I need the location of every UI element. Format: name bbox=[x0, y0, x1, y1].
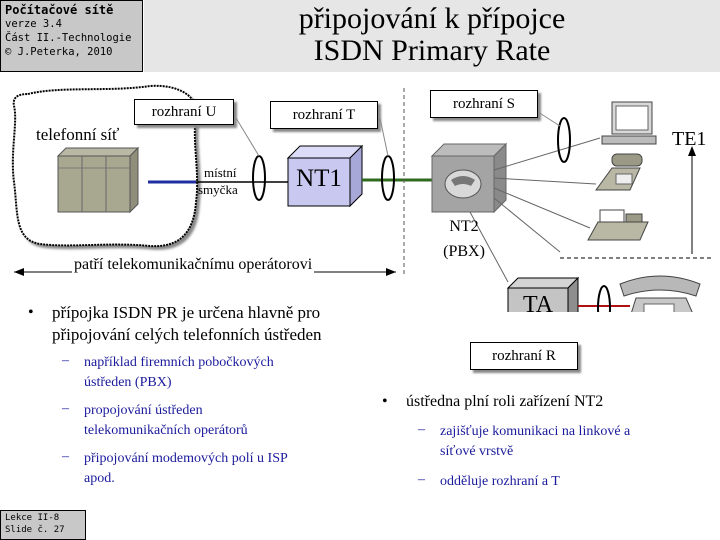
nt2-label: NT2 bbox=[449, 218, 479, 235]
left-sub-bullet-1: například firemních pobočkových ústředen… bbox=[84, 353, 274, 393]
bullet-dot: • bbox=[28, 304, 34, 321]
title-band bbox=[144, 0, 720, 72]
analog-phone-icon bbox=[619, 275, 701, 312]
nt1-label: NT1 bbox=[296, 165, 342, 192]
local-loop-label-2: smyčka bbox=[198, 182, 238, 197]
slide-title-line2: ISDN Primary Rate bbox=[313, 34, 551, 67]
interface-r-label: rozhraní R bbox=[470, 342, 578, 370]
exchange-icon bbox=[56, 146, 140, 214]
isdn-diagram bbox=[11, 84, 712, 312]
left-main-line2: připojování celých telefonních ústředen bbox=[52, 325, 322, 344]
interface-u-label: rozhraní U bbox=[134, 99, 234, 125]
left-sub3-line1: připojování modemových polí u ISP bbox=[84, 451, 288, 466]
sub-dash: – bbox=[62, 353, 69, 368]
local-loop-label-1: místní bbox=[204, 165, 237, 180]
operator-label: patří telekomunikačnímu operátorovi bbox=[72, 256, 315, 274]
course-part: Část II.-Technologie bbox=[5, 32, 132, 44]
left-sub-bullet-3: připojování modemových polí u ISP apod. bbox=[84, 449, 288, 489]
left-sub1-line2: ústředen (PBX) bbox=[84, 375, 172, 390]
interface-s-ellipse bbox=[557, 117, 571, 163]
left-sub1-line1: například firemních pobočkových bbox=[84, 355, 274, 370]
sub-dash: – bbox=[62, 401, 69, 416]
right-sub-bullet-2: odděluje rozhraní a T bbox=[440, 474, 560, 489]
left-sub2-line2: telekomunikačních operátorů bbox=[84, 423, 248, 438]
right-main-bullet: ústředna plní roli zařízení NT2 bbox=[406, 393, 604, 410]
interface-r-ellipse bbox=[597, 285, 611, 312]
course-title: Počítačové sítě bbox=[5, 3, 114, 17]
right-sub-bullet-1: zajišťuje komunikaci na linkové a síťové… bbox=[440, 422, 630, 462]
sub-dash: – bbox=[62, 449, 69, 464]
phone-network-label: telefonní síť bbox=[36, 125, 120, 144]
course-version: verze 3.4 bbox=[5, 18, 62, 30]
left-sub2-line1: propojování ústředen bbox=[84, 403, 203, 418]
interface-t-ellipse bbox=[381, 155, 395, 201]
right-sub1-line1: zajišťuje komunikaci na linkové a bbox=[440, 424, 631, 439]
computer-icon bbox=[601, 101, 657, 145]
interface-t-label: rozhraní T bbox=[270, 101, 378, 129]
slide-number: Slide č. 27 bbox=[5, 525, 65, 535]
te1-label: TE1 bbox=[672, 128, 707, 150]
slide-title: připojování k přípojce ISDN Primary Rate bbox=[144, 3, 720, 67]
right-sub1-line2: síťové vrstvě bbox=[440, 444, 514, 459]
lesson-label: Lekce II-8 bbox=[5, 513, 60, 523]
interface-s-label: rozhraní S bbox=[430, 90, 538, 118]
ta-label: TA bbox=[522, 292, 554, 318]
course-author: © J.Peterka, 2010 bbox=[5, 46, 113, 58]
slide-title-line1: připojování k přípojce bbox=[298, 2, 566, 35]
telephone-icon bbox=[595, 153, 643, 191]
sub-dash: – bbox=[418, 422, 425, 437]
interface-u-ellipse bbox=[252, 155, 266, 201]
bullet-dot: • bbox=[382, 393, 388, 410]
left-sub3-line2: apod. bbox=[84, 471, 115, 486]
slide-footer: Lekce II-8 Slide č. 27 bbox=[0, 510, 86, 540]
left-main-bullet: přípojka ISDN PR je určena hlavně pro př… bbox=[52, 302, 402, 346]
sub-dash: – bbox=[418, 472, 425, 487]
fax-icon bbox=[587, 209, 649, 241]
course-info-box: Počítačové sítě verze 3.4 Část II.-Techn… bbox=[0, 0, 143, 72]
left-sub-bullet-2: propojování ústředen telekomunikačních o… bbox=[84, 401, 248, 441]
ta-box bbox=[506, 276, 580, 312]
nt1-box bbox=[286, 144, 364, 208]
pbx-label: (PBX) bbox=[443, 243, 485, 260]
nt2-pbx-icon bbox=[430, 142, 508, 214]
left-main-line1: přípojka ISDN PR je určena hlavně pro bbox=[52, 303, 321, 322]
